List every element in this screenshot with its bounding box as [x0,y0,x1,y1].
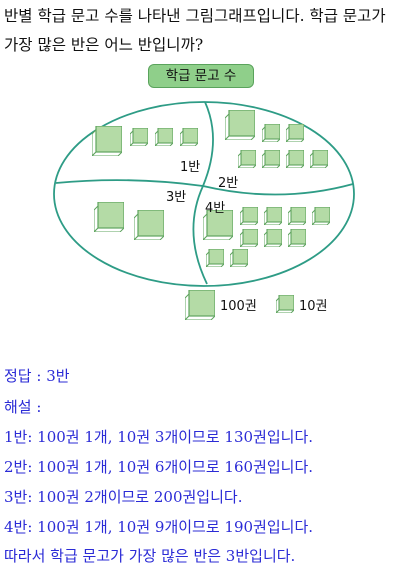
section-label-3: 3반 [166,190,187,205]
legend-10-label: 10권 [299,299,328,314]
book-10-icon [230,249,248,267]
book-10-icon [286,124,304,142]
book-10-icon [264,207,282,225]
divider-bottom [192,185,208,285]
section-label-4: 4반 [205,201,226,216]
book-10-icon [288,229,306,247]
divider-top [202,101,214,187]
book-10-icon [130,128,148,146]
legend-book-10-icon [276,295,294,313]
book-10-icon [312,207,330,225]
book-100-icon [92,126,122,156]
book-100-icon [225,110,255,140]
divider-left [55,179,204,187]
divider-right [202,183,354,196]
book-10-icon [240,207,258,225]
explanation-line: 3반: 100권 2개이므로 200권입니다. [4,488,243,506]
legend-100-label: 100권 [220,299,257,314]
section-label-2: 2반 [218,176,239,191]
book-10-icon [288,207,306,225]
book-10-icon [262,150,280,168]
book-10-icon [155,128,173,146]
book-10-icon [262,124,280,142]
graph-title: 학급 문고 수 [148,64,254,88]
question-text: 반별 학급 문고 수를 나타낸 그림그래프입니다. 학급 문고가 가장 많은 반… [4,7,386,54]
book-10-icon [238,150,256,168]
book-10-icon [286,150,304,168]
legend-book-100-icon [185,290,215,320]
book-100-icon [94,202,124,232]
explanation-line: 1반: 100권 1개, 10권 3개이므로 130권입니다. [4,428,314,446]
section-label-1: 1반 [180,160,201,175]
graph-outline [53,101,355,287]
answer-text: 정답 : 3반 [4,367,70,385]
book-10-icon [264,229,282,247]
book-10-icon [310,150,328,168]
book-10-icon [206,249,224,267]
picture-graph [53,101,355,320]
book-10-icon [240,229,258,247]
book-100-icon [134,210,164,240]
explanation-heading: 해설 : [4,398,42,416]
conclusion-line: 따라서 학급 문고가 가장 많은 반은 3반입니다. [4,547,296,565]
book-10-icon [180,128,198,146]
explanation-line: 2반: 100권 1개, 10권 6개이므로 160권입니다. [4,458,314,476]
explanation-line: 4반: 100권 1개, 10권 9개이므로 190권입니다. [4,518,314,536]
